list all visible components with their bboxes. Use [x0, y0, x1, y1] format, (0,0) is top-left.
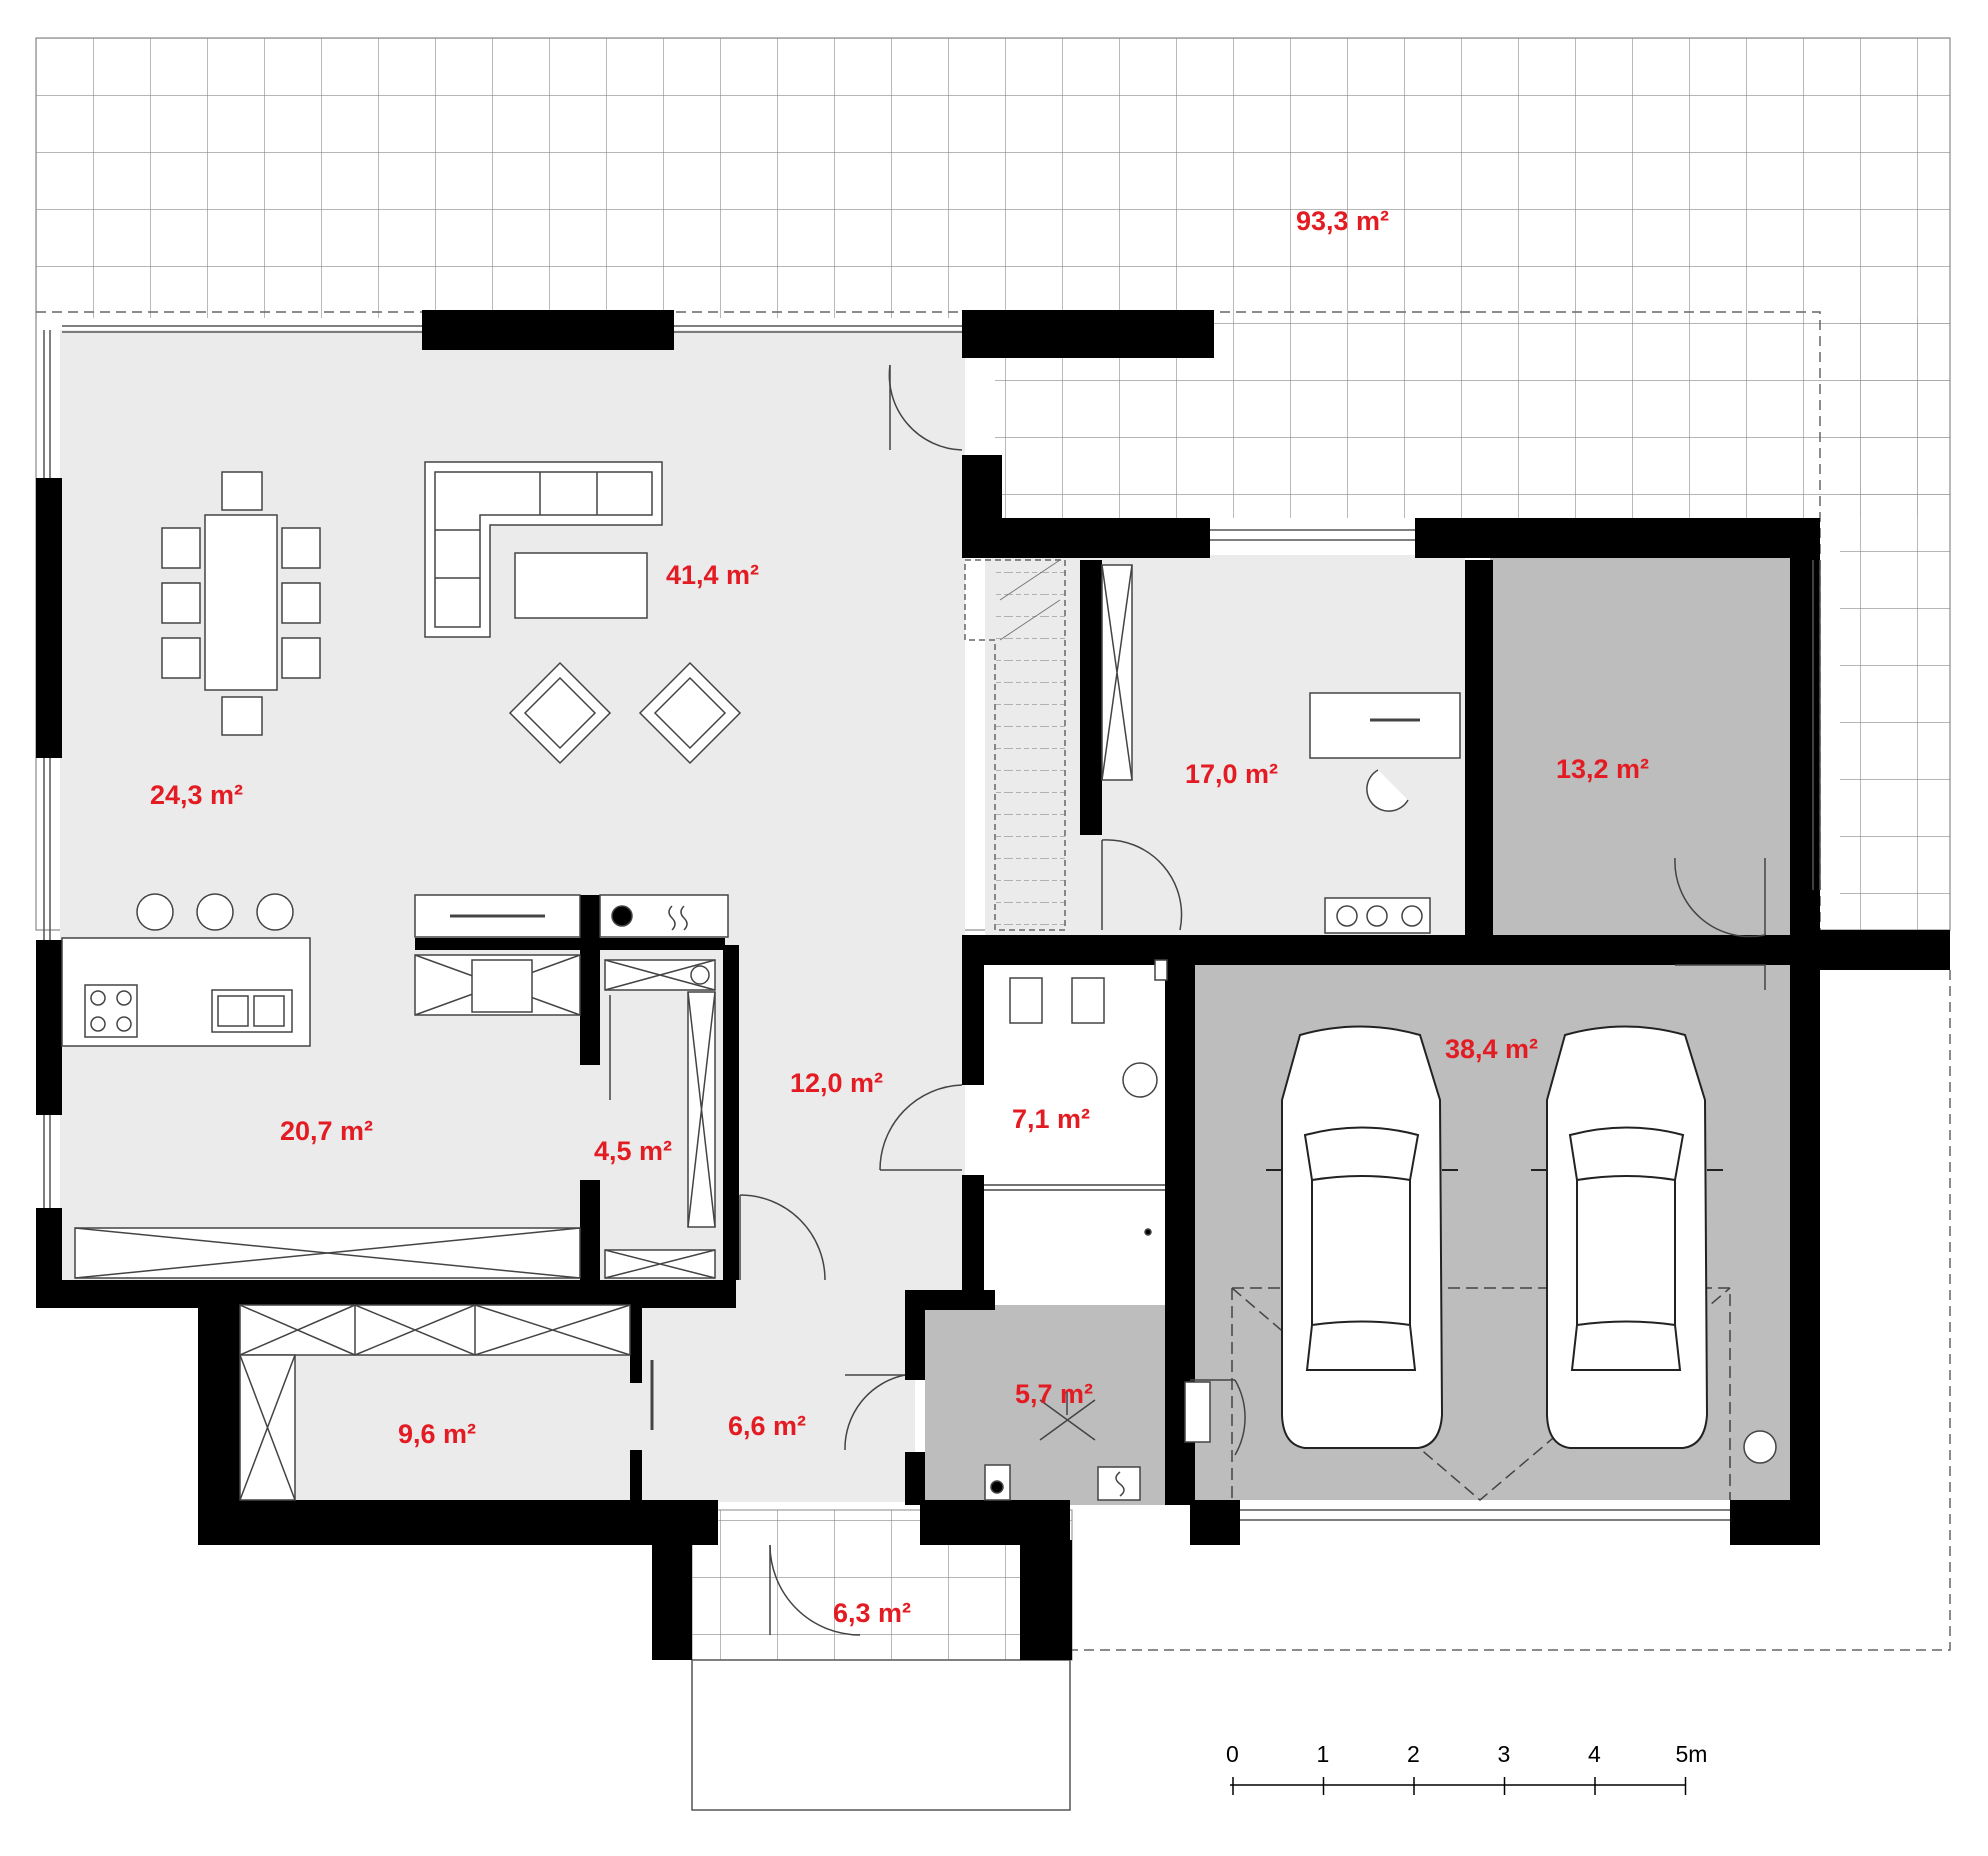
staircase	[964, 559, 1066, 931]
area-kitchen: 20,7 m²	[280, 1116, 373, 1146]
scale-tick-label: 2	[1407, 1741, 1420, 1767]
dining-table	[161, 471, 321, 736]
area-living-room: 41,4 m²	[666, 560, 759, 590]
area-boiler-room: 5,7 m²	[1015, 1379, 1093, 1409]
area-office: 17,0 m²	[1185, 759, 1278, 789]
sofa	[424, 461, 663, 638]
area-labels: 93,3 m² 41,4 m² 24,3 m² 20,7 m² 4,5 m² 1…	[150, 206, 1649, 1628]
garage-drain	[1743, 1430, 1777, 1464]
windows	[43, 325, 1821, 1521]
area-utility-room: 13,2 m²	[1556, 754, 1649, 784]
area-bathroom: 7,1 m²	[1012, 1104, 1090, 1134]
wardrobe-furniture	[239, 1304, 654, 1501]
bathroom-fixtures	[984, 959, 1168, 1236]
kitchen-island	[61, 893, 311, 1047]
doors	[739, 364, 1766, 1636]
car-right	[1531, 1025, 1723, 1449]
scale-tick-label: 4	[1588, 1741, 1601, 1767]
armchairs	[508, 661, 742, 765]
kitchen-cabinets	[74, 894, 729, 1279]
scale-bar: 0 1 2 3 4 5m	[1226, 1741, 1707, 1795]
car-left	[1266, 1025, 1458, 1449]
walls	[36, 310, 1950, 1660]
scale-tick-label: 3	[1498, 1741, 1511, 1767]
area-hall: 12,0 m²	[790, 1068, 883, 1098]
area-garage: 38,4 m²	[1445, 1034, 1538, 1064]
area-wardrobe: 9,6 m²	[398, 1419, 476, 1449]
area-entrance-porch: 6,3 m²	[833, 1598, 911, 1628]
scale-tick-label: 0	[1226, 1741, 1239, 1767]
office-furniture	[1101, 564, 1461, 934]
scale-tick-label: 1	[1317, 1741, 1330, 1767]
entrance-steps	[691, 1659, 1071, 1811]
boiler-room-fixtures	[984, 1381, 1211, 1501]
terrace-tiles	[35, 37, 1951, 931]
pantry-shelves	[604, 959, 716, 1279]
area-vestibule: 6,6 m²	[728, 1411, 806, 1441]
scale-tick-label: 5m	[1676, 1741, 1708, 1767]
area-dining-room: 24,3 m²	[150, 780, 243, 810]
area-terrace: 93,3 m²	[1296, 206, 1389, 236]
area-pantry: 4,5 m²	[594, 1136, 672, 1166]
